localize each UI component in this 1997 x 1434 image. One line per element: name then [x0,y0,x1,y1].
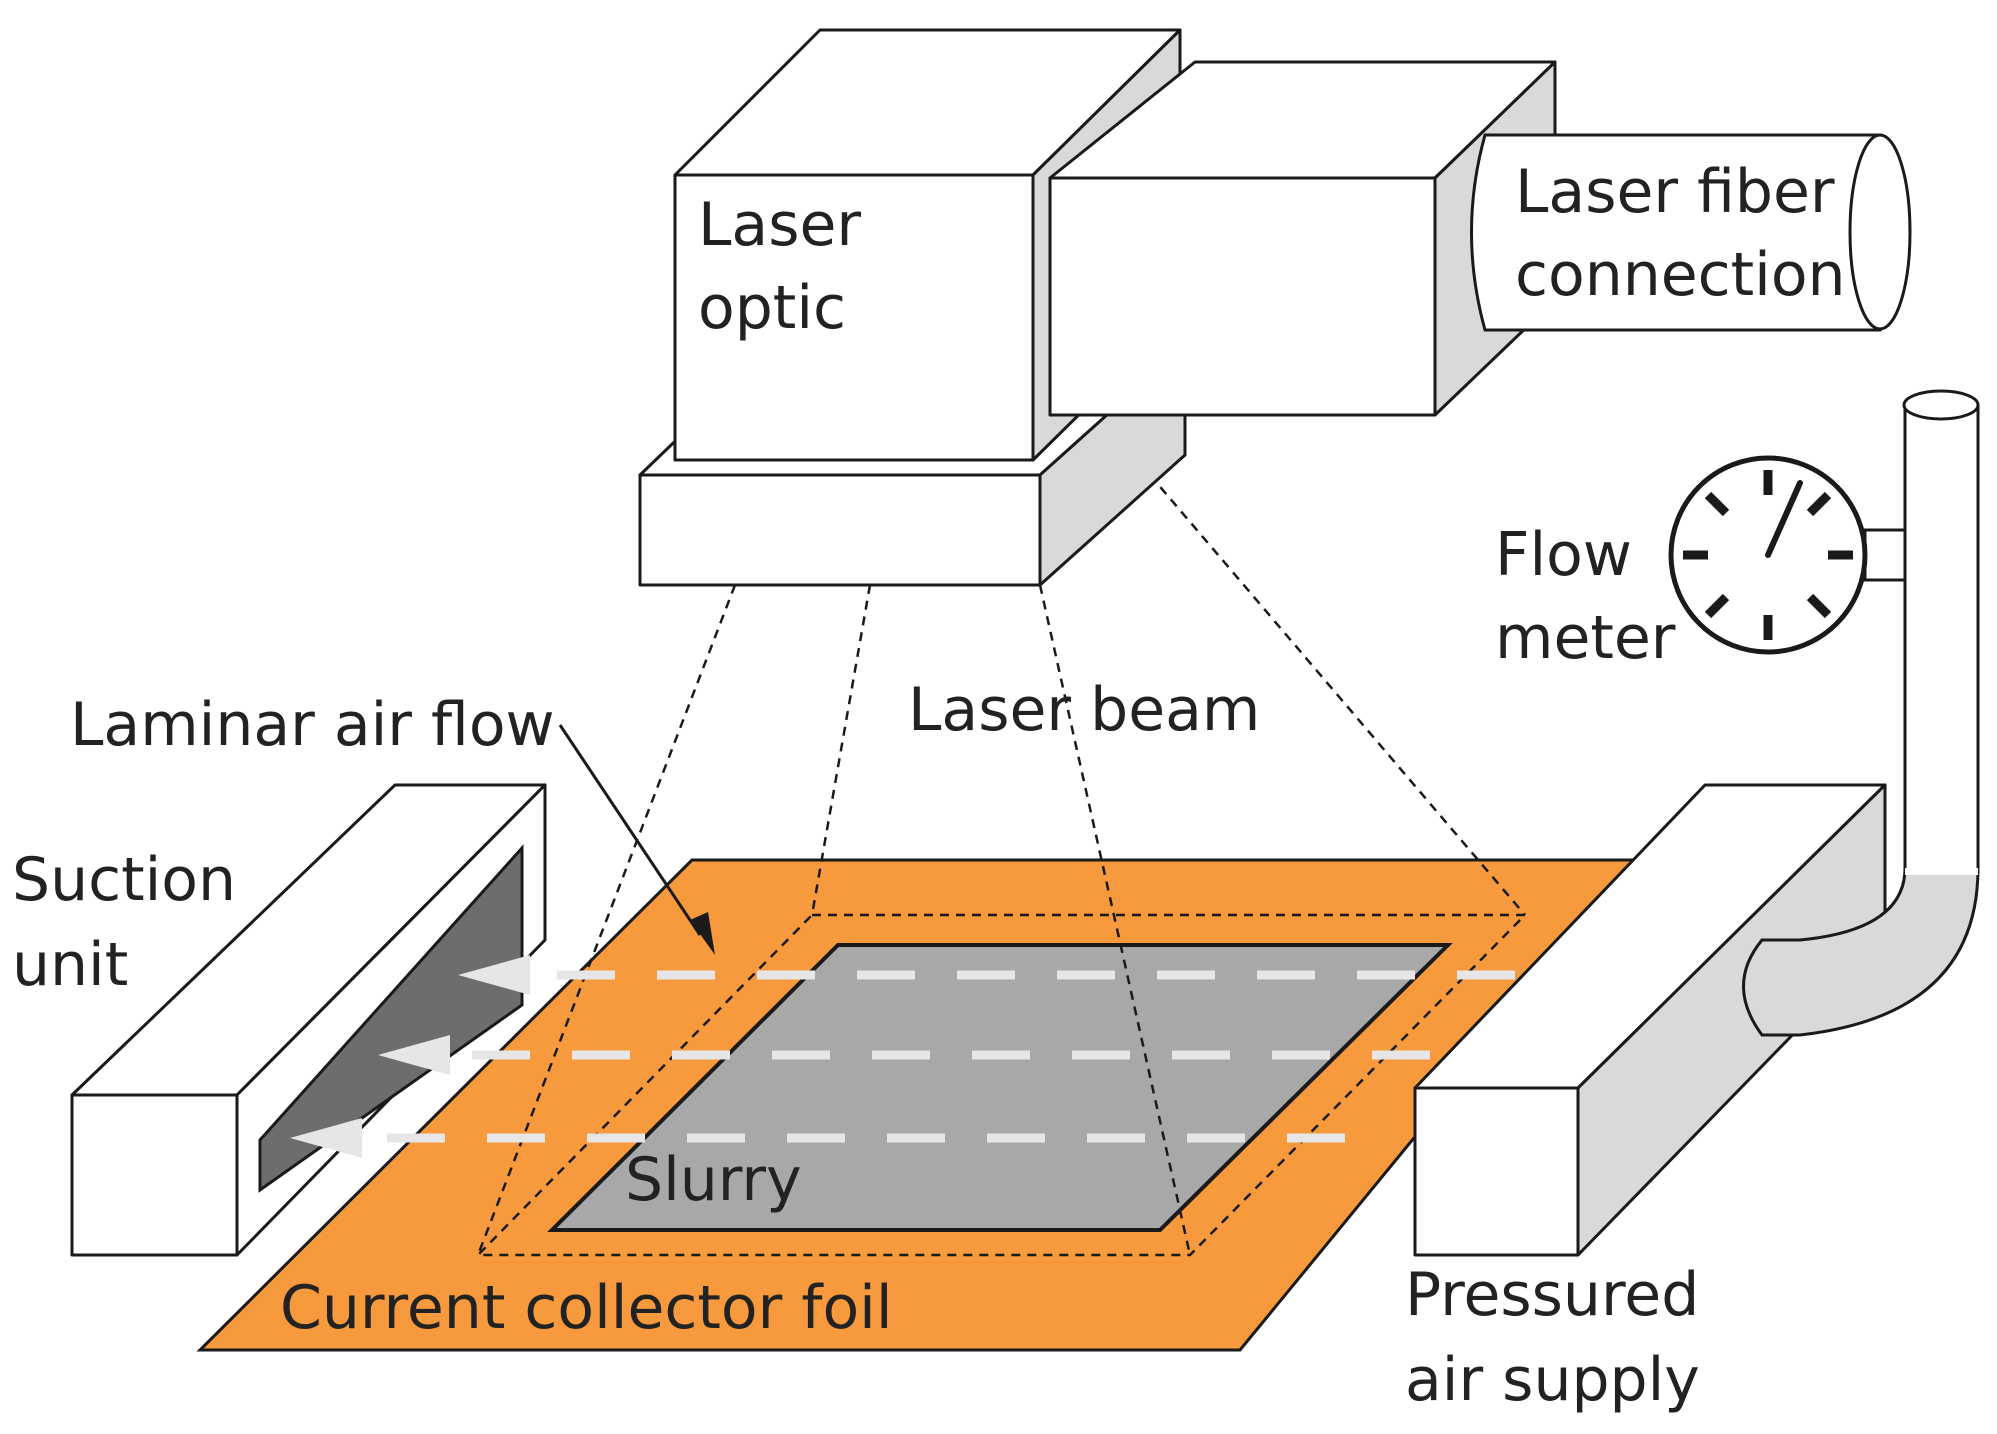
laser-beam-cone [476,474,1526,1256]
flow-meter-needle [1765,480,1803,558]
laser-beam-label: Laser beam [908,675,1260,745]
laminar-air-flow-arrow [558,724,715,955]
laser-fiber-connection-label: Laser fiber connection [1515,157,1854,310]
flow-meter-gauge [1668,455,1907,655]
slurry-layer [547,943,1453,1232]
air-supply-pipe [1742,389,1980,1037]
laser-optic-label: Laser optic [698,190,880,343]
current-collector-foil-label: Current collector foil [280,1273,893,1343]
laminar-air-flow-label: Laminar air flow [70,690,555,760]
laminar-air-flow-lines [290,955,1515,1158]
suction-window [258,844,524,1193]
slurry-label: Slurry [625,1145,802,1215]
flow-meter-label: Flow meter [1495,520,1676,673]
laser-fiber-connection [1470,133,1912,332]
pressured-air-supply-label: Pressured air supply [1405,1260,1718,1415]
laser-beam-footprint [475,913,1528,1257]
suction-unit-label: Suction unit [12,845,255,1000]
